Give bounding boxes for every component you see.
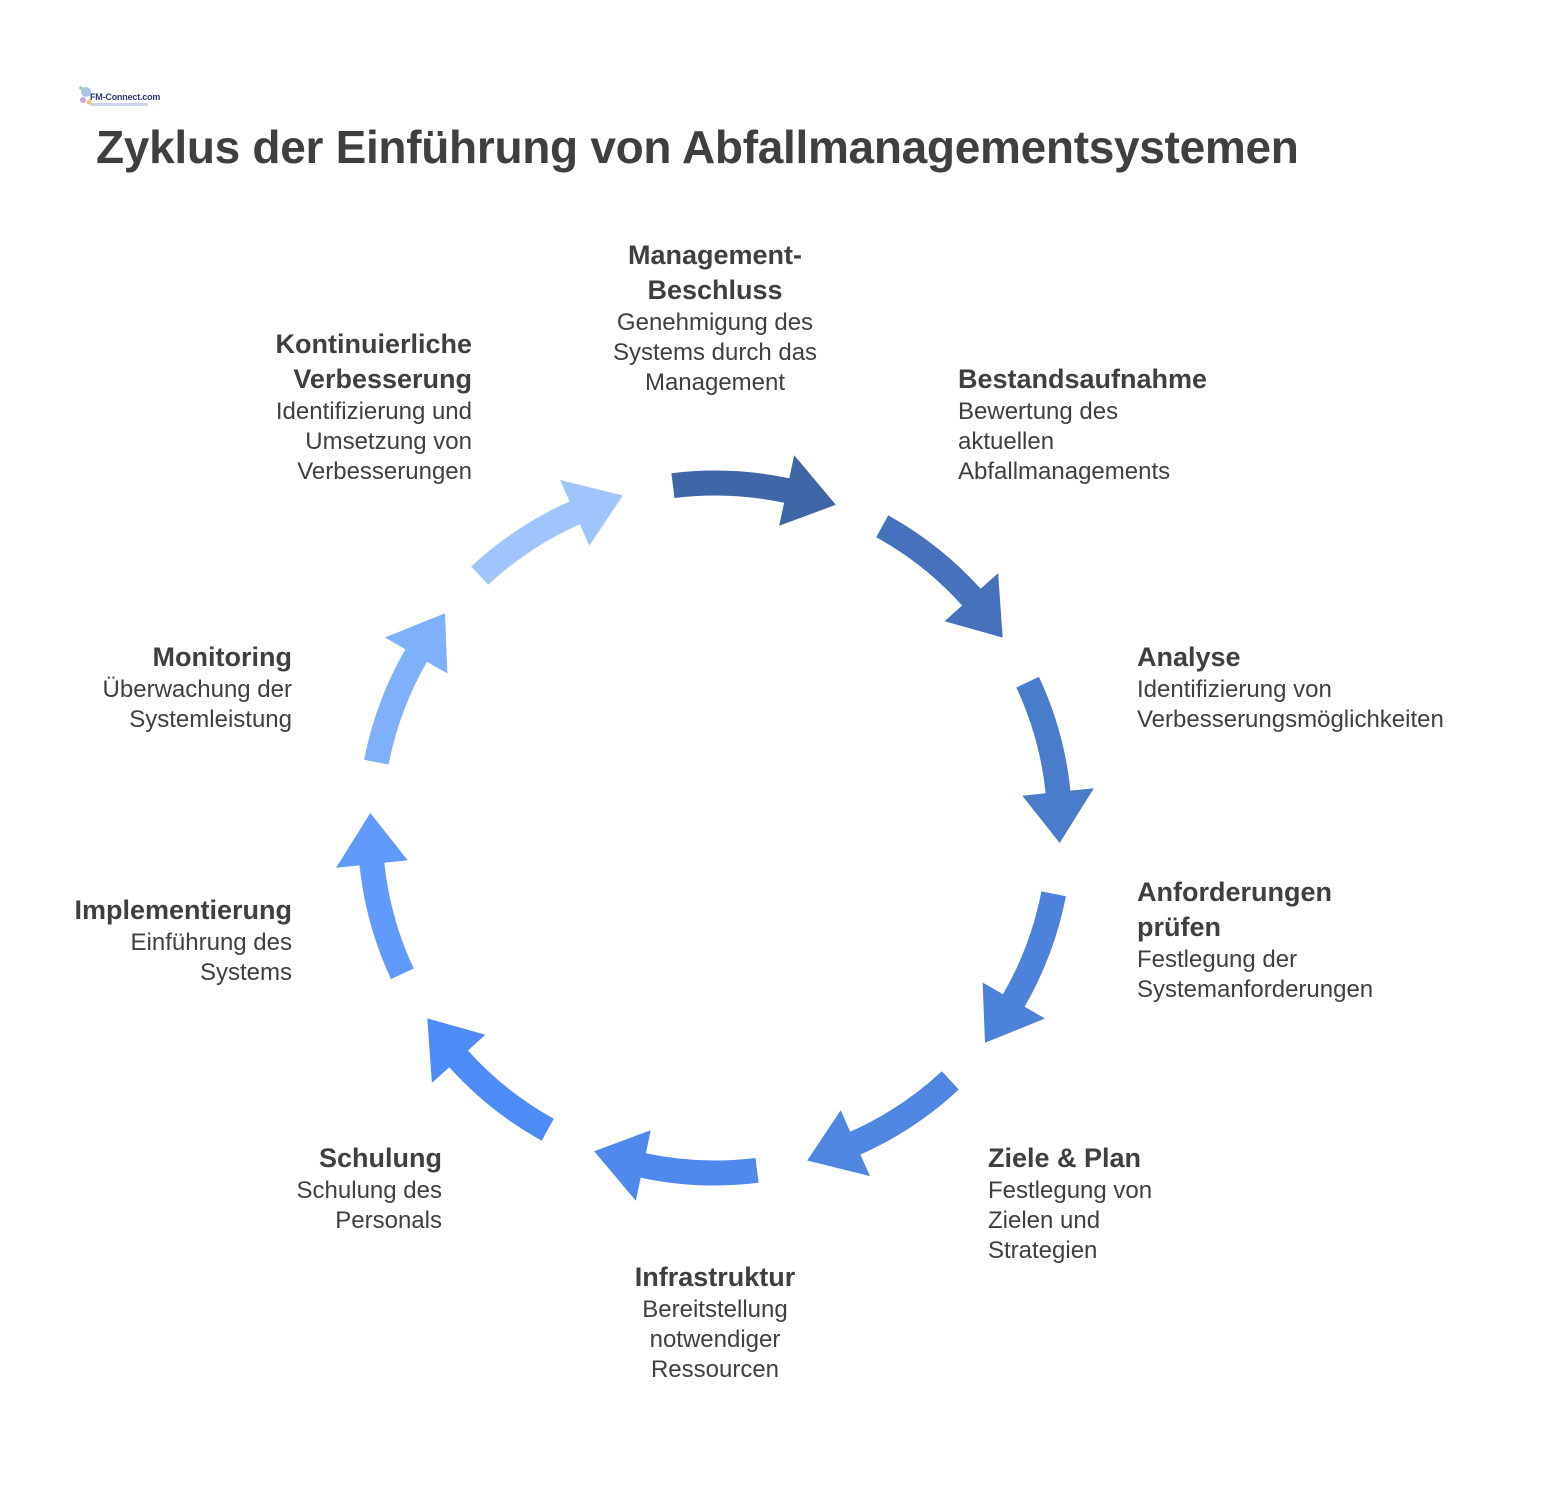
cycle-arrow-management-beschluss — [671, 455, 836, 526]
cycle-arrow-kontinuierliche-verbesserung — [471, 479, 623, 585]
step-heading: Infrastruktur — [634, 1262, 796, 1292]
step-heading: Ziele & Plan — [988, 1143, 1142, 1173]
logo-tagline-mark — [90, 103, 148, 106]
logo: FM-Connect.com — [78, 82, 160, 112]
cycle-arrow-implementierung — [336, 813, 414, 980]
step-heading: Management-Beschluss — [627, 240, 803, 305]
step-heading: Implementierung — [74, 895, 292, 925]
page-title: Zyklus der Einführung von Abfallmanageme… — [96, 121, 1299, 173]
step-heading: Schulung — [319, 1143, 442, 1173]
cycle-arrow-anforderungen-pruefen — [982, 891, 1066, 1043]
cycle-arrow-bestandsaufnahme — [876, 515, 1003, 638]
cycle-arrow-schulung — [427, 1018, 554, 1141]
step-heading: Bestandsaufnahme — [958, 364, 1208, 394]
logo-text: FM-Connect.com — [90, 92, 161, 102]
cycle-arrow-analyse — [1016, 676, 1094, 843]
cycle-arrow-ziele-plan — [807, 1071, 959, 1177]
cycle-arrow-infrastruktur — [594, 1130, 759, 1201]
cycle-arrow-monitoring — [364, 613, 448, 765]
step-heading: Monitoring — [152, 642, 292, 672]
logo-mark-icon — [79, 86, 92, 105]
step-heading: Analyse — [1137, 642, 1241, 672]
